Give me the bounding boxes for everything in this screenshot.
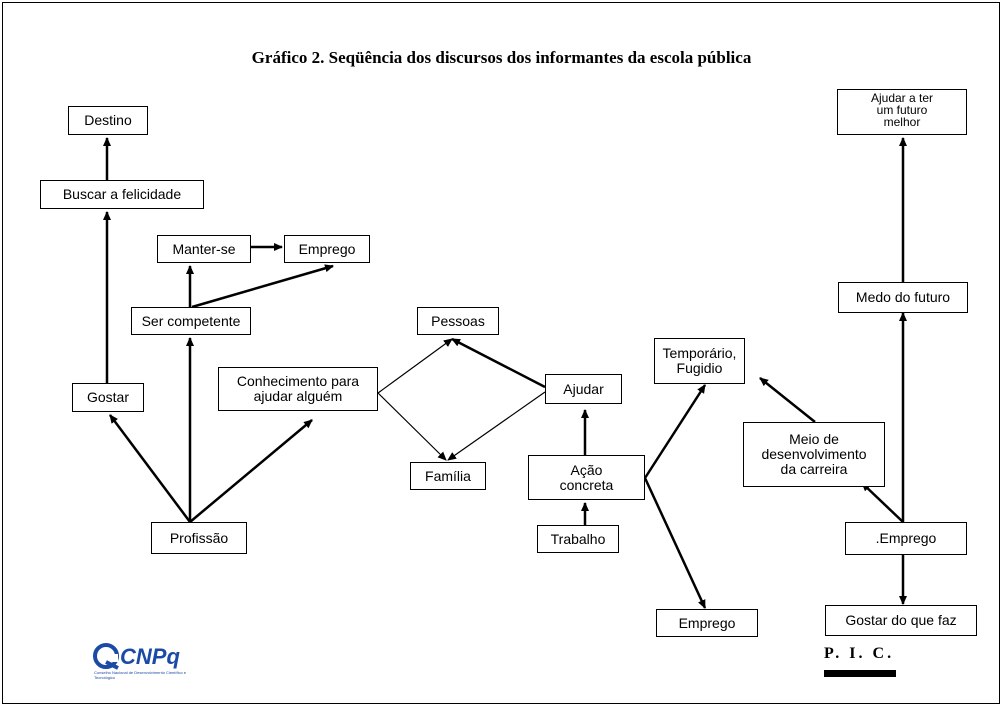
diagram-title: Gráfico 2. Seqüência dos discursos dos i… <box>251 48 752 67</box>
node-acao-concreta: Ação concreta <box>528 455 645 500</box>
node-profissao: Profissão <box>151 522 247 554</box>
pibic-logo-text: P. I. C. <box>824 645 895 662</box>
edge-competente-emprego <box>191 264 334 309</box>
edge-meio-temporario <box>759 377 816 423</box>
node-gostar: Gostar <box>72 383 144 412</box>
node-meio-de-desenvolvimento: Meio de desenvolvimento da carreira <box>743 422 885 487</box>
node-trabalho: Trabalho <box>537 525 619 553</box>
node-familia: Família <box>410 462 486 490</box>
edge-conhecimento-pessoas <box>377 338 453 394</box>
pibic-logo-bar <box>824 670 896 677</box>
edge-profissao-gostar <box>108 414 192 523</box>
node-medo-do-futuro: Medo do futuro <box>838 282 968 313</box>
node-buscar-a-felicidade: Buscar a felicidade <box>40 180 204 209</box>
node-destino: Destino <box>68 106 148 135</box>
edge-profissao-conhecimento <box>189 419 313 523</box>
node-emprego-top: Emprego <box>284 235 370 263</box>
node-ajudar: Ajudar <box>545 374 622 404</box>
pibic-logo: P. I. C. <box>818 645 898 685</box>
node-temporario: Temporário, Fugidio <box>654 338 745 384</box>
cnpq-logo-subtitle: Conselho Nacional de Desenvolvimento Cie… <box>94 670 187 680</box>
edge-ajudar-pessoas <box>451 337 546 389</box>
edge-acao-temporario <box>643 384 707 479</box>
cnpq-logo-text: CNPq <box>120 644 180 669</box>
cnpq-logo: CNPq Conselho Nacional de Desenvolviment… <box>90 640 210 690</box>
edge-ajudar-familia <box>447 391 546 461</box>
node-manter-se: Manter-se <box>157 235 251 263</box>
edge-emprego-meio <box>861 482 904 523</box>
node-ser-competente: Ser competente <box>131 307 251 335</box>
node-conhecimento: Conhecimento para ajudar alguém <box>218 367 378 411</box>
cnpq-emblem-icon <box>93 643 119 670</box>
node-emprego-right: .Emprego <box>845 522 967 555</box>
node-gostar-do-que-faz: Gostar do que faz <box>825 605 977 636</box>
node-pessoas: Pessoas <box>417 307 499 335</box>
edge-conhecimento-familia <box>377 392 447 461</box>
edge-acao-emprego <box>643 477 707 609</box>
node-emprego-bottom: Emprego <box>656 609 758 637</box>
node-ajudar-futuro: Ajudar a ter um futuro melhor <box>837 89 967 135</box>
